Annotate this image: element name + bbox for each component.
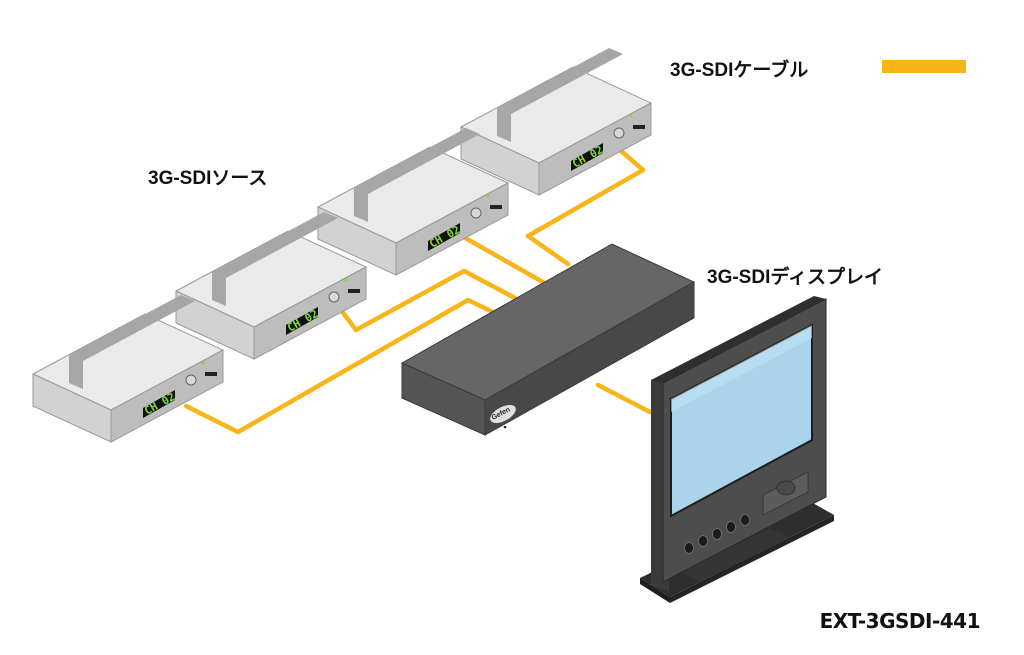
sdi-source-3: CH 02 xyxy=(316,128,510,276)
sdi-source-4: CH 02 xyxy=(459,48,653,196)
sdi-switcher-unit: Gefen xyxy=(400,243,696,436)
monitor-screen xyxy=(670,323,813,518)
model-number-label: EXT-3GSDI-441 xyxy=(819,609,981,633)
cable-source-4 xyxy=(525,147,646,267)
cable-source-3 xyxy=(457,232,551,288)
sdi-source-2: CH 02 xyxy=(174,212,368,360)
legend-cable-swatch xyxy=(882,60,966,73)
cable-source-1 xyxy=(183,297,500,435)
display-label: 3G-SDIディスプレイ xyxy=(707,267,884,288)
cable-source-2 xyxy=(335,268,518,333)
cable-display xyxy=(595,382,653,415)
legend-cable-label: 3G-SDIケーブル xyxy=(670,60,809,81)
sdi-source-1: CH 02 xyxy=(31,295,225,443)
gefen-logo-badge xyxy=(490,404,516,424)
sdi-display-monitor xyxy=(640,296,834,603)
monitor-control-buttons xyxy=(684,514,750,554)
sources-label: 3G-SDIソース xyxy=(148,168,268,189)
